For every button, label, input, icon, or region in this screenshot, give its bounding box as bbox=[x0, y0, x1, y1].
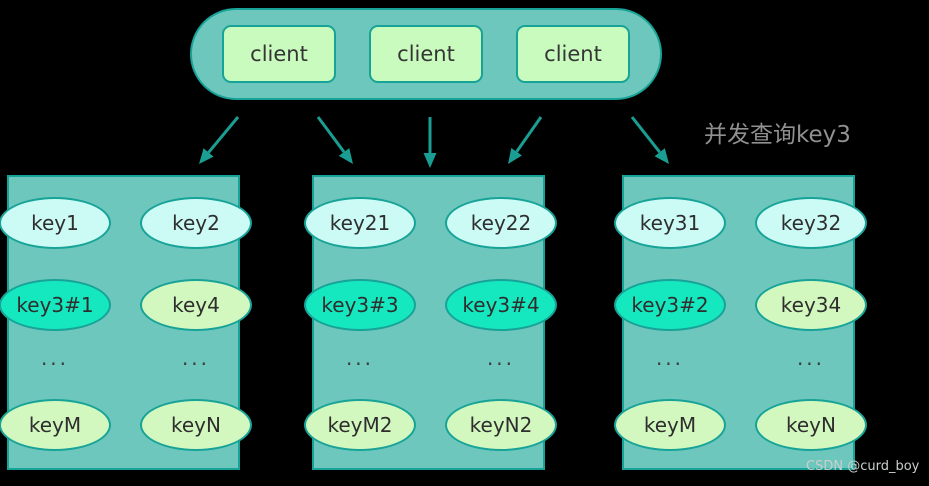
key-row: keyM keyN bbox=[0, 399, 252, 451]
client-group-container: client client client bbox=[190, 8, 662, 100]
arrow-to-node1-a-head-icon bbox=[199, 148, 214, 164]
key-node-key21[interactable]: key21 bbox=[304, 197, 416, 249]
key-node-key1[interactable]: key1 bbox=[0, 197, 111, 249]
arrow-to-node3-a-head-icon bbox=[654, 148, 669, 164]
client-box-label: client bbox=[250, 42, 308, 66]
key-node-key3#4[interactable]: key3#4 bbox=[445, 279, 557, 331]
key-grid: key31 key32 key3#2 key34...... keyM keyN bbox=[614, 177, 867, 468]
key-node-key34[interactable]: key34 bbox=[755, 279, 867, 331]
node-container-1: key1 key2 key3#1 key4...... keyM keyN bbox=[0, 175, 252, 470]
key-row: keyM keyN bbox=[614, 399, 867, 451]
key-node-key3#2[interactable]: key3#2 bbox=[614, 279, 726, 331]
ellipsis-marker: ... bbox=[345, 346, 375, 370]
client-box-2[interactable]: client bbox=[369, 25, 483, 83]
key-node-key31[interactable]: key31 bbox=[614, 197, 726, 249]
key-node-keyM[interactable]: keyM bbox=[0, 399, 111, 451]
concurrent-query-annotation: 并发查询key3 bbox=[704, 122, 851, 148]
key-row: keyM2 keyN2 bbox=[304, 399, 557, 451]
key-row: key3#1 key4 bbox=[0, 279, 252, 331]
ellipsis-marker: ... bbox=[655, 346, 685, 370]
ellipsis-marker: ... bbox=[181, 346, 211, 370]
key-node-key3#3[interactable]: key3#3 bbox=[304, 279, 416, 331]
arrow-to-node3-a-shaft bbox=[630, 116, 661, 154]
client-box-label: client bbox=[544, 42, 602, 66]
key-row: key3#3 key3#4 bbox=[304, 279, 557, 331]
key-node-key2[interactable]: key2 bbox=[140, 197, 252, 249]
key-grid: key21 key22 key3#3 key3#4...... keyM2 keyN2 bbox=[304, 177, 557, 468]
arrow-to-node2-a-head-icon bbox=[338, 148, 353, 164]
key-row: key3#2 key34 bbox=[614, 279, 867, 331]
key-row: key31 key32 bbox=[614, 197, 867, 249]
ellipsis-marker: ... bbox=[40, 346, 70, 370]
arrow-to-node1-a-shaft bbox=[207, 116, 240, 154]
arrow-to-node2-c-shaft bbox=[515, 116, 543, 153]
key-node-keyM2[interactable]: keyM2 bbox=[304, 399, 416, 451]
key-row: key1 key2 bbox=[0, 197, 252, 249]
node-container-3: key31 key32 key3#2 key34...... keyM keyN bbox=[614, 175, 867, 470]
ellipsis-marker: ... bbox=[796, 346, 826, 370]
arrow-to-node2-b-head-icon bbox=[423, 153, 437, 168]
key-row-ellipsis: ...... bbox=[614, 346, 867, 370]
client-box-3[interactable]: client bbox=[516, 25, 630, 83]
key-row-ellipsis: ...... bbox=[0, 346, 252, 370]
key-node-key3#1[interactable]: key3#1 bbox=[0, 279, 111, 331]
node-container-2: key21 key22 key3#3 key3#4...... keyM2 keyN2 bbox=[304, 175, 557, 470]
key-node-keyN[interactable]: keyN bbox=[140, 399, 252, 451]
key-node-key32[interactable]: key32 bbox=[755, 197, 867, 249]
key-node-keyN[interactable]: keyN bbox=[755, 399, 867, 451]
client-box-label: client bbox=[397, 42, 455, 66]
watermark: CSDN @curd_boy bbox=[806, 459, 920, 474]
arrow-to-node2-c-head-icon bbox=[508, 147, 522, 164]
key-node-keyM[interactable]: keyM bbox=[614, 399, 726, 451]
key-node-key4[interactable]: key4 bbox=[140, 279, 252, 331]
key-row-ellipsis: ...... bbox=[304, 346, 557, 370]
ellipsis-marker: ... bbox=[486, 346, 516, 370]
client-box-1[interactable]: client bbox=[222, 25, 336, 83]
key-node-keyN2[interactable]: keyN2 bbox=[445, 399, 557, 451]
key-row: key21 key22 bbox=[304, 197, 557, 249]
arrow-to-node2-a-shaft bbox=[316, 116, 346, 153]
key-node-key22[interactable]: key22 bbox=[445, 197, 557, 249]
key-grid: key1 key2 key3#1 key4...... keyM keyN bbox=[0, 177, 252, 468]
